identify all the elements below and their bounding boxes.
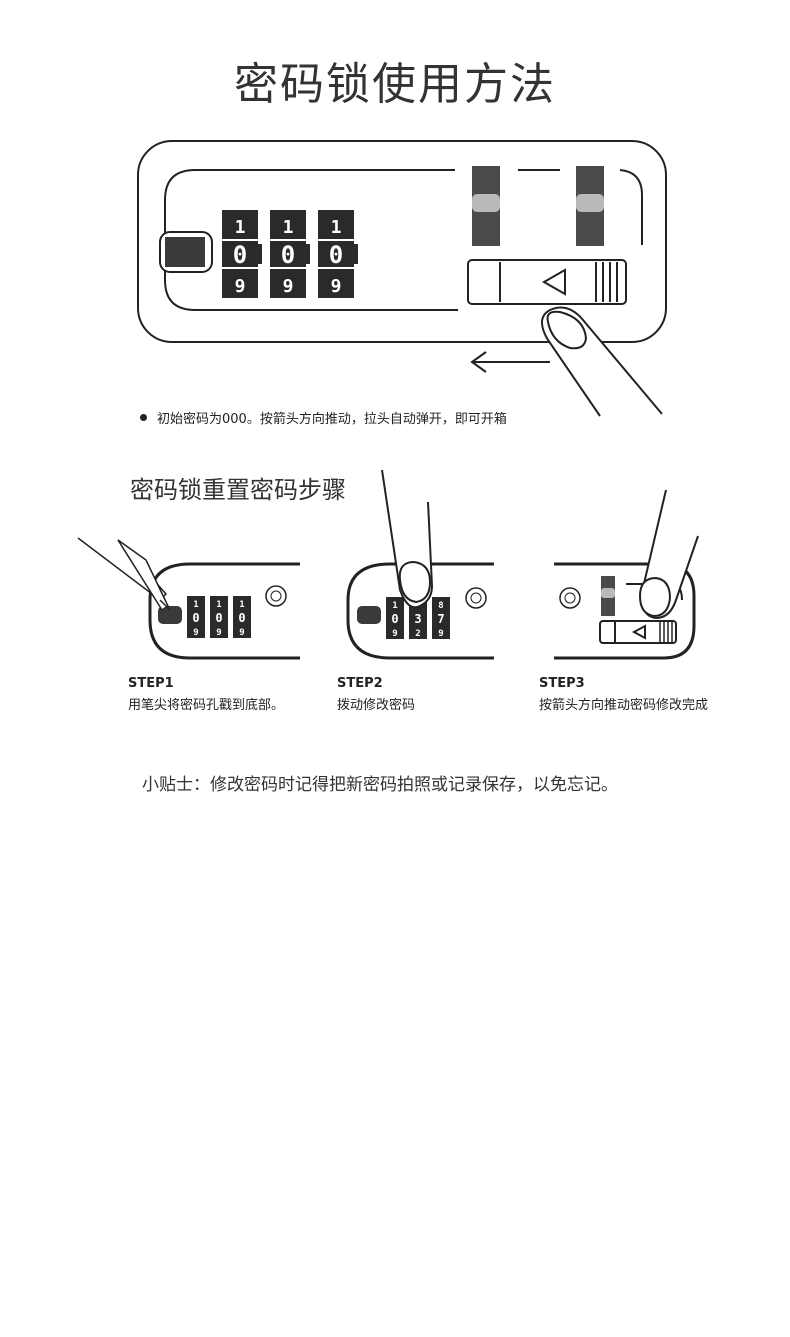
s1-d3-mid: 0 — [238, 611, 245, 625]
step1-label: STEP1 — [128, 676, 174, 691]
s1-d2-mid: 0 — [215, 611, 222, 625]
step1-illustration: 1 0 9 1 0 9 1 0 9 — [77, 537, 300, 660]
hero-dial-3-top: 1 — [331, 217, 342, 238]
step3-desc: 按箭头方向推动密码修改完成 — [539, 698, 709, 713]
initial-password-text: 初始密码为000。按箭头方向推动，拉头自动弹开，即可开箱 — [157, 412, 507, 427]
initial-password-note: 初始密码为000。按箭头方向推动，拉头自动弹开，即可开箱 — [140, 408, 507, 427]
s2-d3-mid: 7 — [437, 612, 444, 626]
step2-label: STEP2 — [337, 676, 383, 691]
hero-dial-3: 1 0 9 — [318, 210, 358, 298]
hero-zipper-bars — [472, 166, 604, 246]
step3-logo-icon — [559, 587, 581, 609]
step3-finger-icon — [638, 489, 699, 620]
s1-d1-bot: 9 — [193, 628, 198, 638]
page-title: 密码锁使用方法 — [234, 59, 556, 110]
hero-lock-body — [137, 140, 667, 343]
tip-text: 小贴士：修改密码时记得把新密码拍照或记录保存，以免忘记。 — [142, 775, 618, 795]
reset-section-title: 密码锁重置密码步骤 — [130, 476, 346, 504]
s1-d2-top: 1 — [216, 600, 221, 610]
hero-dial-2: 1 0 9 — [270, 210, 310, 298]
s2-d2-mid: 3 — [414, 612, 421, 626]
hero-slider-arrow-icon — [541, 268, 566, 296]
hero-dial-1-mid: 0 — [233, 241, 247, 269]
hero-slider-button — [467, 259, 627, 305]
hero-dial-3-mid: 0 — [329, 241, 343, 269]
hero-dial-2-mid: 0 — [281, 241, 295, 269]
step2-finger-icon — [381, 469, 434, 609]
hero-dial-2-bot: 9 — [283, 276, 294, 297]
hero-dial-1-top: 1 — [235, 217, 246, 238]
hero-dial-1: 1 0 9 — [222, 210, 262, 298]
step2-desc: 拨动修改密码 — [337, 698, 416, 713]
step3-slider-arrow-icon — [631, 624, 646, 640]
s1-d1-top: 1 — [193, 600, 198, 610]
hero-dial-3-bot: 9 — [331, 276, 342, 297]
step1-logo-icon — [265, 585, 287, 607]
hero-dial-2-top: 1 — [283, 217, 294, 238]
s2-d2-bot: 2 — [415, 629, 420, 639]
step3-label: STEP3 — [539, 676, 585, 691]
s2-d1-mid: 0 — [391, 612, 398, 626]
s2-d1-top: 1 — [392, 601, 397, 611]
hero-push-arrow-icon — [470, 351, 550, 373]
step1-dials — [187, 596, 251, 638]
step3-slider-button — [599, 620, 677, 644]
s2-d3-top: 8 — [438, 601, 443, 611]
s1-d3-bot: 9 — [239, 628, 244, 638]
hero-dials: 1 0 9 1 0 9 1 0 9 — [222, 210, 358, 298]
s2-d1-bot: 9 — [392, 629, 397, 639]
s1-d3-top: 1 — [239, 600, 244, 610]
step3-illustration — [554, 489, 699, 660]
hero-finger-icon — [541, 306, 663, 417]
step2-logo-icon — [465, 587, 487, 609]
hero-dial-1-bot: 9 — [235, 276, 246, 297]
step1-desc: 用笔尖将密码孔戳到底部。 — [128, 698, 285, 713]
bullet-dot-icon — [140, 414, 147, 421]
s2-d3-bot: 9 — [438, 629, 443, 639]
s1-d2-bot: 9 — [216, 628, 221, 638]
step2-illustration: 1 0 9 3 2 8 7 9 — [346, 469, 494, 660]
step1-pen-icon — [77, 537, 171, 612]
hero-side-latch — [159, 231, 213, 273]
s1-d1-mid: 0 — [192, 611, 199, 625]
